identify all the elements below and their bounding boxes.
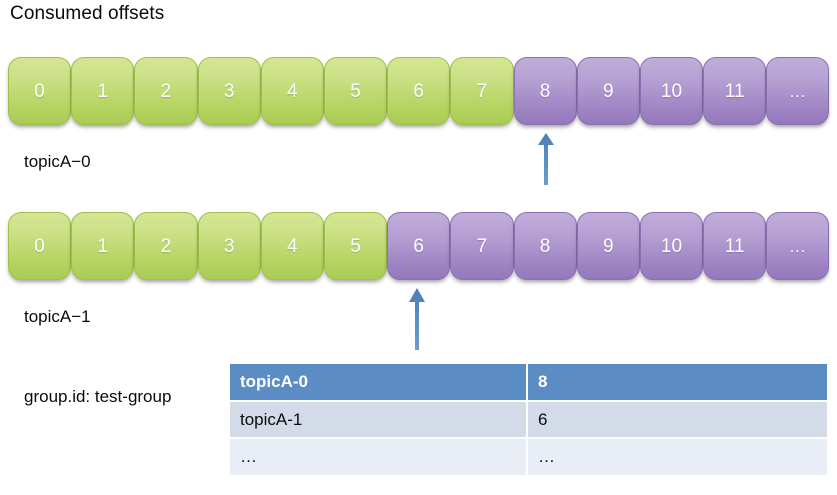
offset-cell[interactable]: 5 <box>323 212 388 280</box>
offset-cell-label: 0 <box>34 80 45 102</box>
offset-cell-label: 7 <box>476 235 488 257</box>
offset-cell-label: 3 <box>223 80 235 102</box>
offset-cell[interactable]: … <box>766 212 830 280</box>
offset-cell[interactable]: 8 <box>513 57 577 125</box>
offset-cell-label: 4 <box>287 235 298 257</box>
offset-cell-label: 7 <box>476 80 488 102</box>
table-header-row: topicA-0 8 <box>230 364 827 402</box>
offset-cell[interactable]: 1 <box>71 212 135 280</box>
current-offset-arrow-topicA-1 <box>406 288 428 350</box>
page-title: Consumed offsets <box>10 3 165 24</box>
offset-cell-label: 1 <box>97 235 109 257</box>
group-id-label: group.id: test-group <box>24 387 172 406</box>
offset-cell[interactable]: 10 <box>639 212 704 280</box>
offset-cell-label: … <box>788 236 807 256</box>
offset-cell-label: 10 <box>660 235 683 257</box>
offset-cell[interactable]: 4 <box>260 212 324 280</box>
offset-cell-label: … <box>788 81 807 101</box>
offset-cell[interactable]: 7 <box>450 212 514 280</box>
offset-cell[interactable]: 9 <box>576 57 640 125</box>
offset-cell-label: 0 <box>34 235 45 257</box>
offset-cell-label: 9 <box>602 235 614 257</box>
table-cell-topic: … <box>230 438 528 475</box>
table-cell-offset: … <box>527 438 827 475</box>
table-row[interactable]: …… <box>230 438 827 475</box>
offset-cell[interactable]: … <box>766 57 830 125</box>
offset-cell-label: 3 <box>223 235 235 257</box>
offset-cell[interactable]: 7 <box>450 57 514 125</box>
offset-cell-label: 10 <box>660 80 683 102</box>
offset-cell-label: 9 <box>602 80 614 102</box>
offset-cell-label: 11 <box>724 235 745 257</box>
offset-cell-label: 6 <box>413 235 424 257</box>
offset-cell-label: 2 <box>160 235 172 257</box>
partition-row-topicA-1: 0 1 2 3 4 5 6 7 8 9 10 11 … <box>8 212 830 280</box>
offset-cell-label: 11 <box>724 80 745 102</box>
offset-cell[interactable]: 9 <box>576 212 640 280</box>
offset-cell-label: 2 <box>160 80 172 102</box>
partition-caption-topicA-1: topicA−1 <box>24 307 91 326</box>
offset-cell[interactable]: 2 <box>134 212 198 280</box>
offset-cell[interactable]: 0 <box>8 57 72 125</box>
offset-cell[interactable]: 11 <box>703 212 767 280</box>
table-cell-offset: 6 <box>527 401 827 439</box>
table-cell-topic: topicA-1 <box>230 401 528 439</box>
offset-cell-label: 1 <box>97 80 109 102</box>
current-offset-arrow-topicA-0 <box>535 133 557 185</box>
offset-cell[interactable]: 3 <box>197 212 261 280</box>
offset-cell[interactable]: 10 <box>639 57 704 125</box>
offset-cell-label: 4 <box>287 80 298 102</box>
partition-caption-topicA-0: topicA−0 <box>24 152 91 171</box>
offset-cell[interactable]: 6 <box>387 212 451 280</box>
offset-cell[interactable]: 1 <box>71 57 135 125</box>
offset-cell-label: 5 <box>350 235 361 257</box>
offset-cell[interactable]: 3 <box>197 57 261 125</box>
offset-cell-label: 8 <box>539 235 551 257</box>
table-header-topic: topicA-0 <box>230 364 528 402</box>
offset-cell-label: 6 <box>413 80 424 102</box>
offset-cell[interactable]: 8 <box>513 212 577 280</box>
table-header-offset: 8 <box>527 364 827 402</box>
offset-cell[interactable]: 6 <box>387 57 451 125</box>
offset-cell[interactable]: 11 <box>703 57 767 125</box>
offset-cell[interactable]: 0 <box>8 212 72 280</box>
offset-cell[interactable]: 5 <box>323 57 388 125</box>
offset-cell-label: 5 <box>350 80 361 102</box>
partition-row-topicA-0: 0 1 2 3 4 5 6 7 8 9 10 11 … <box>8 57 830 125</box>
offset-cell-label: 8 <box>539 80 551 102</box>
offset-cell[interactable]: 2 <box>134 57 198 125</box>
offset-cell[interactable]: 4 <box>260 57 324 125</box>
